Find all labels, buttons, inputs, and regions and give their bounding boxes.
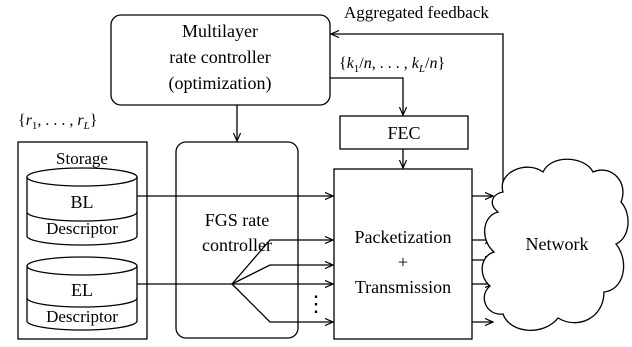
- controller-line1: Multilayer: [182, 21, 258, 41]
- controller-line3: (optimization): [169, 73, 272, 94]
- packetization-line2: +: [398, 252, 408, 272]
- storage-title: Storage: [56, 149, 108, 168]
- packetization-line1: Packetization: [355, 227, 452, 247]
- rate-params-label: {r1, . . . , rL}: [18, 112, 97, 132]
- multilayer-rate-controller-box: [110, 14, 331, 106]
- aggregated-feedback-label: Aggregated feedback: [344, 3, 489, 22]
- el-label: EL: [71, 280, 93, 300]
- packetization-line3: Transmission: [355, 277, 451, 297]
- el-branch-4: [231, 283, 333, 322]
- el-descriptor-label: Descriptor: [46, 307, 118, 326]
- el-branch-1: [231, 240, 333, 285]
- fec-label: FEC: [387, 123, 420, 143]
- fec-box: [339, 115, 469, 150]
- packetization-transmission-box: [333, 168, 473, 340]
- fgs-line1: FGS rate: [205, 210, 270, 230]
- controller-to-fec-arrow: [330, 77, 403, 115]
- controller-line2: rate controller: [169, 47, 270, 67]
- fec-params-label: {k1/n, . . . , kL/n}: [339, 55, 445, 75]
- fgs-line2: controller: [202, 235, 272, 255]
- el-branch-2: [231, 265, 333, 285]
- bl-descriptor-label: Descriptor: [46, 219, 118, 238]
- network-cloud: [481, 158, 629, 331]
- bl-label: BL: [70, 192, 93, 212]
- bl-descriptor-cylinder: [26, 167, 138, 246]
- branch-ellipsis: ⋮: [305, 291, 327, 316]
- el-descriptor-cylinder: [26, 256, 138, 331]
- network-label: Network: [526, 234, 589, 254]
